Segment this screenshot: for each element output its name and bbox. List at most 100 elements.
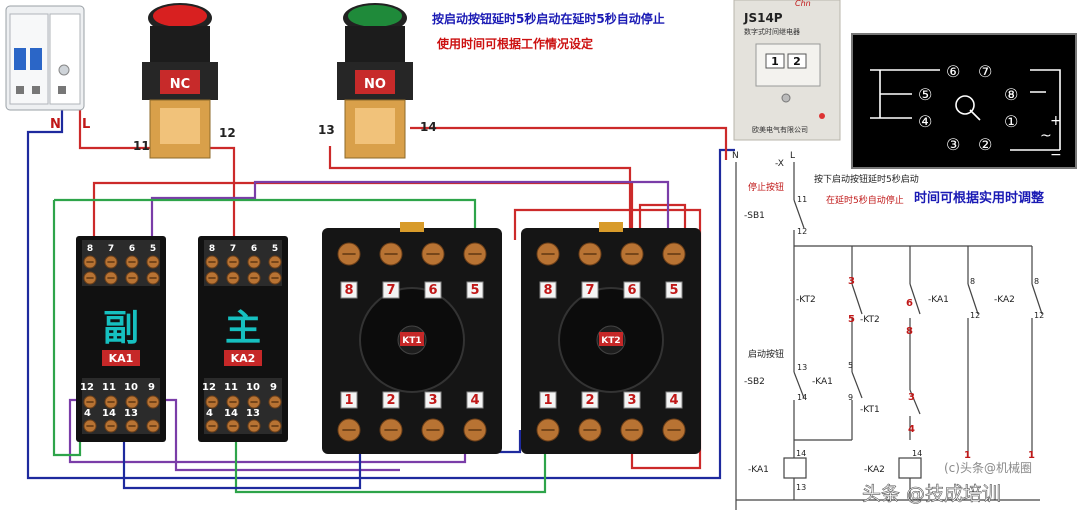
pin-2: ② bbox=[978, 135, 992, 154]
sch-sb1: -SB1 bbox=[744, 211, 765, 221]
sch-n8-a: 8 bbox=[906, 326, 913, 337]
timer-model: JS14P bbox=[743, 11, 783, 25]
ka2-label: KA2 bbox=[231, 352, 256, 365]
kt1-bottom-num: 4 bbox=[470, 393, 479, 408]
ka2-top-num: 7 bbox=[230, 244, 236, 254]
pin-4: ④ bbox=[918, 112, 932, 131]
timer-maker: 欧美电气有限公司 bbox=[752, 125, 808, 134]
ka1-c4: 4 bbox=[84, 408, 91, 419]
sch-kt2-a: -KT2 bbox=[796, 295, 816, 305]
sch-kt2-b: -KT2 bbox=[860, 315, 880, 325]
top-text-line1: 按启动按钮延时5秒启动在延时5秒自动停止 bbox=[432, 11, 665, 26]
ka2-char: 主 bbox=[225, 308, 261, 349]
sch-n8-b: 8 bbox=[970, 277, 975, 286]
ka1-top-num: 8 bbox=[87, 244, 93, 254]
wire-green-3 bbox=[234, 430, 547, 494]
ka2-b12: 12 bbox=[202, 382, 216, 393]
wire-n-blue bbox=[26, 108, 735, 480]
ka2-c13: 13 bbox=[246, 408, 260, 419]
kt2-top-num: 6 bbox=[627, 283, 636, 298]
breaker-label-n: N bbox=[50, 117, 61, 132]
pin-5: ⑤ bbox=[918, 85, 932, 104]
kt2-label: KT2 bbox=[601, 336, 620, 346]
ka1-label: KA1 bbox=[109, 352, 134, 365]
ka1-char: 副 bbox=[103, 308, 139, 349]
sch-title: 时间可根据实用时调整 bbox=[914, 190, 1045, 206]
ka1-c13: 13 bbox=[124, 408, 138, 419]
ka2-c14: 14 bbox=[224, 408, 238, 419]
watermark-secondary: (c)头条@机械圈 bbox=[944, 460, 1032, 475]
sch-ka2-a: -KA2 bbox=[994, 295, 1015, 305]
kt2-top-num: 5 bbox=[669, 283, 678, 298]
sch-n12-c: 12 bbox=[1034, 311, 1044, 320]
start-button-tag: NO bbox=[364, 77, 386, 92]
sch-stop-label: 停止按钮 bbox=[748, 181, 784, 193]
wire-green-2 bbox=[54, 198, 477, 240]
sch-n9: 9 bbox=[848, 393, 853, 402]
pin-7: ⑦ bbox=[978, 62, 992, 81]
sch-start-label: 启动按钮 bbox=[748, 348, 784, 360]
breaker-label-l: L bbox=[82, 117, 90, 132]
sch-n5-a: 5 bbox=[848, 314, 855, 325]
pin-ac: ~ bbox=[1040, 128, 1052, 144]
start-button-cap bbox=[348, 5, 402, 27]
ka1-top-num: 6 bbox=[129, 244, 135, 254]
sch-note2: 在延时5秒自动停止 bbox=[826, 194, 904, 206]
pin-plus: + bbox=[1050, 113, 1062, 129]
timer-relay-js14p: Chn JS14P 数字式时间继电器 1 2 欧美电气有限公司 bbox=[733, 0, 841, 141]
sch-note1: 按下启动按钮延时5秒启动 bbox=[814, 173, 919, 185]
stop-button: NC 11 12 bbox=[133, 3, 236, 159]
sch-n14: 14 bbox=[797, 393, 807, 402]
watermark-primary: 头条 @技成培训 bbox=[862, 483, 1001, 505]
ka2-b9: 9 bbox=[270, 382, 277, 393]
sch-n12-b: 12 bbox=[970, 311, 980, 320]
pin-3: ③ bbox=[946, 135, 960, 154]
sch-n3-b: 3 bbox=[908, 392, 915, 403]
pin-diagram: ⑥ ⑦ ⑤ ⑧ ④ ① ③ ② + ~ − bbox=[851, 33, 1077, 169]
sch-kt1: -KT1 bbox=[860, 405, 880, 415]
circuit-breaker: N L bbox=[5, 5, 90, 132]
ka1-b11: 11 bbox=[102, 382, 116, 393]
ka1-b9: 9 bbox=[148, 382, 155, 393]
timer-brand: Chn bbox=[795, 0, 811, 8]
ka1-top-num: 7 bbox=[108, 244, 114, 254]
sch-n14-c: 14 bbox=[912, 449, 922, 458]
pin-minus: − bbox=[1050, 147, 1062, 163]
sch-ka1-b: -KA1 bbox=[812, 377, 833, 387]
ka2-top-num: 5 bbox=[272, 244, 278, 254]
wire-green-1 bbox=[52, 200, 82, 457]
sch-n6: 6 bbox=[906, 298, 913, 309]
sch-rail-n: N bbox=[732, 151, 739, 161]
start-term-left: 13 bbox=[318, 123, 335, 137]
kt2-bottom-num: 2 bbox=[585, 393, 594, 408]
sch-n13: 13 bbox=[797, 363, 807, 372]
wire-red-right bbox=[410, 126, 728, 160]
ka2-top-num: 8 bbox=[209, 244, 215, 254]
stop-term-left: 11 bbox=[133, 139, 150, 153]
ka2-b11: 11 bbox=[224, 382, 238, 393]
ka1-c14: 14 bbox=[102, 408, 116, 419]
kt1-bottom-num: 3 bbox=[428, 393, 437, 408]
kt1-top-num: 7 bbox=[386, 283, 395, 298]
ka2-b10: 10 bbox=[246, 382, 260, 393]
wire-red-top bbox=[328, 146, 632, 240]
sch-n8-c: 8 bbox=[1034, 277, 1039, 286]
kt2-bottom-num: 3 bbox=[627, 393, 636, 408]
timer-digit-1: 1 bbox=[771, 55, 779, 68]
kt2-bottom-num: 1 bbox=[543, 393, 552, 408]
wire-stop-to-start-red bbox=[210, 146, 236, 240]
kt1-label: KT1 bbox=[402, 336, 421, 346]
sch-n11: 11 bbox=[797, 195, 807, 204]
stop-button-tag: NC bbox=[170, 77, 190, 92]
pin-1: ① bbox=[1004, 112, 1018, 131]
sch-rail-x: -X bbox=[775, 159, 784, 169]
kt2-top-num: 7 bbox=[585, 283, 594, 298]
ka1-b10: 10 bbox=[124, 382, 138, 393]
sch-n4: 4 bbox=[908, 424, 915, 435]
ka1-top-num: 5 bbox=[150, 244, 156, 254]
kt1-top-num: 5 bbox=[470, 283, 479, 298]
start-term-right: 14 bbox=[420, 120, 437, 134]
sch-n5-b: 5 bbox=[848, 361, 853, 370]
